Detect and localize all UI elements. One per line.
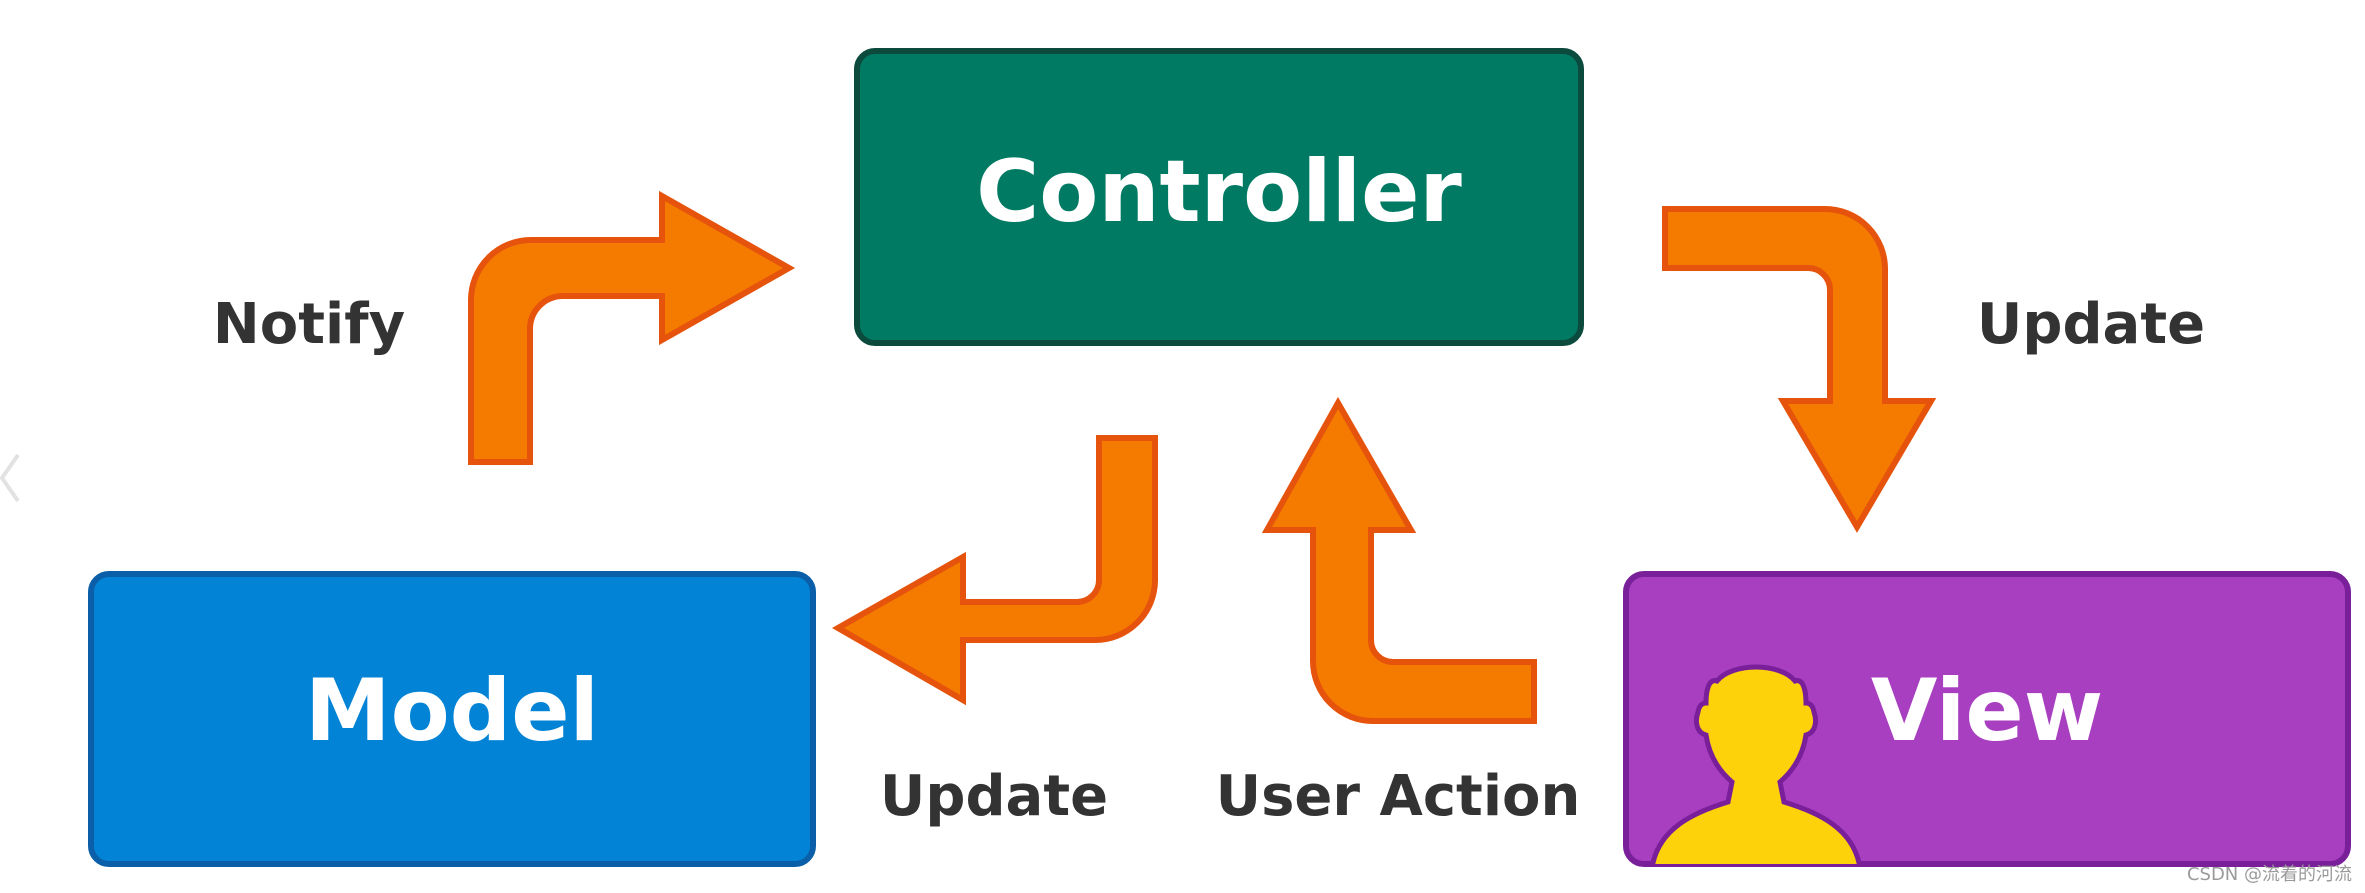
chevron-left-icon[interactable] bbox=[0, 453, 20, 503]
user-silhouette-icon bbox=[1649, 664, 1863, 864]
update-view-label: Update bbox=[1977, 292, 2205, 357]
model-box bbox=[88, 571, 816, 867]
update-view-arrow bbox=[1662, 206, 1937, 533]
notify-arrow bbox=[468, 190, 796, 465]
view-label: View bbox=[1871, 661, 2103, 761]
model-label: Model bbox=[305, 661, 599, 761]
controller-node: Controller bbox=[854, 48, 1584, 346]
watermark: CSDN @流着的河流 bbox=[2187, 864, 2352, 885]
view-box bbox=[1623, 571, 2351, 867]
arrows bbox=[468, 190, 1937, 724]
model-node: Model bbox=[88, 571, 816, 867]
controller-label: Controller bbox=[976, 142, 1462, 242]
user-action-label: User Action bbox=[1216, 764, 1581, 829]
update-model-arrow bbox=[831, 435, 1158, 706]
user-action-arrow bbox=[1261, 396, 1537, 724]
view-node: View bbox=[1623, 571, 2351, 867]
controller-box bbox=[854, 48, 1584, 346]
update-model-label: Update bbox=[880, 764, 1108, 829]
notify-label: Notify bbox=[213, 292, 405, 357]
